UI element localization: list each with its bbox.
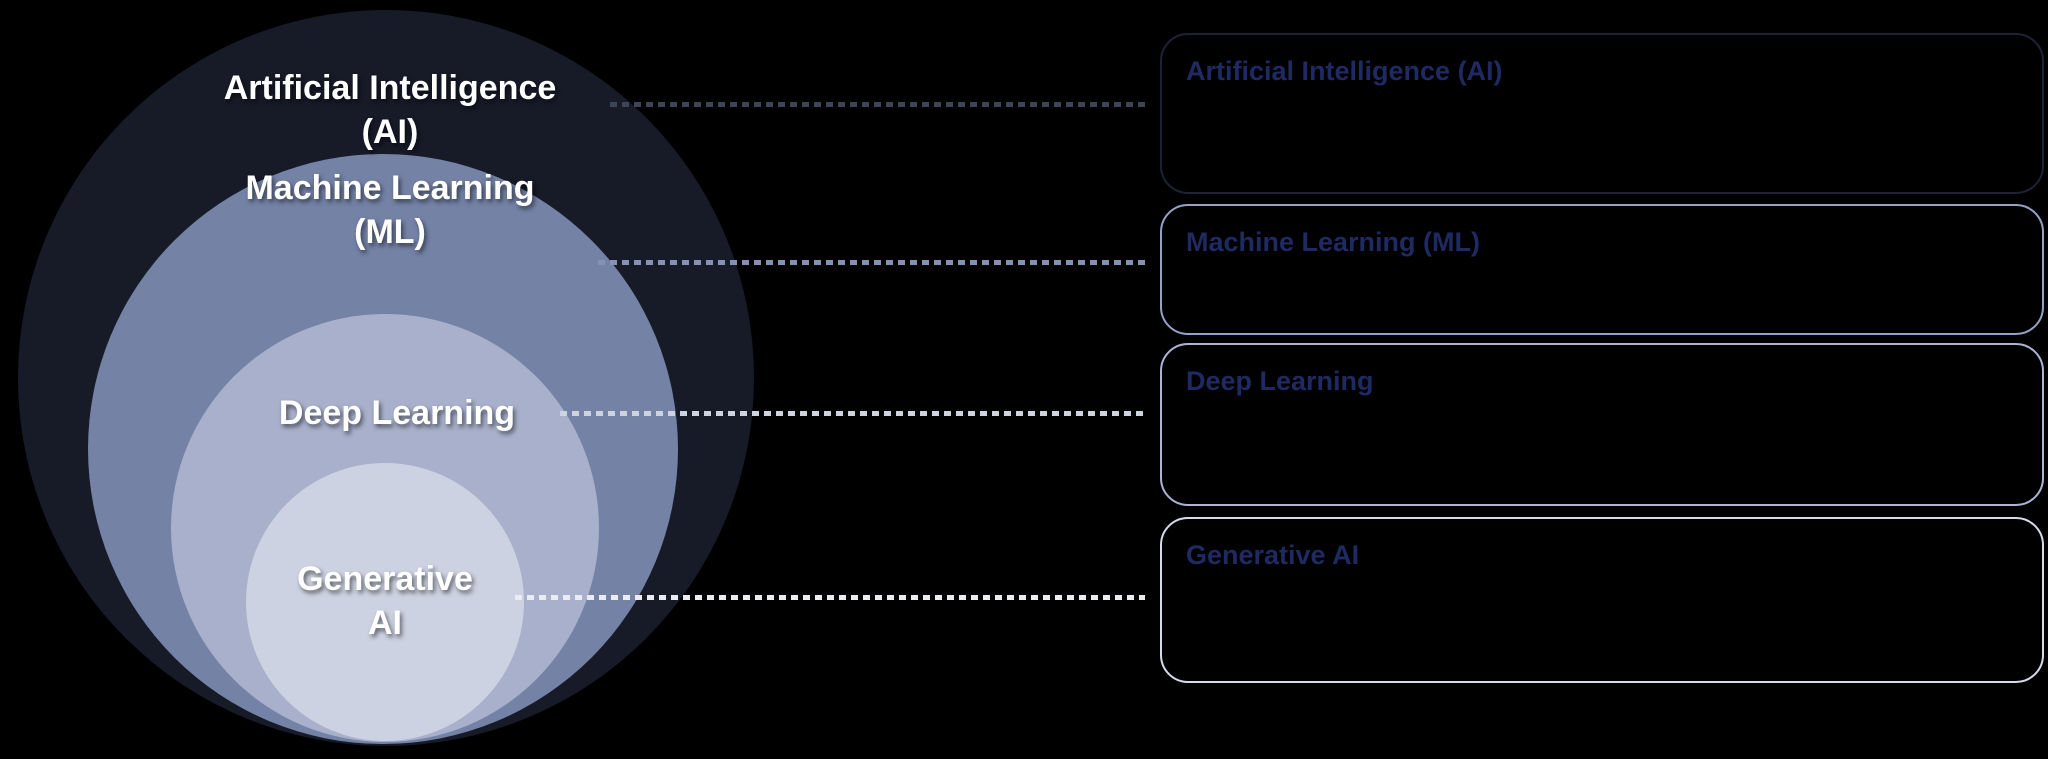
label-line: Generative [297,560,473,598]
panel-deep-learning: Deep Learning [1160,343,2044,506]
connector-deep-learning [560,411,1145,416]
panel-artificial-intelligence: Artificial Intelligence (AI) [1160,33,2044,194]
connector-artificial-intelligence [610,102,1145,107]
panel-machine-learning: Machine Learning (ML) [1160,204,2044,335]
panel-title: Deep Learning [1186,366,1374,396]
label-line: AI [368,604,402,642]
label-deep-learning: Deep Learning [187,391,607,435]
label-machine-learning: Machine Learning (ML) [180,166,600,254]
connector-generative-ai [515,595,1145,600]
label-line: (AI) [361,113,419,151]
label-artificial-intelligence: Artificial Intelligence (AI) [180,66,600,154]
circle-generative-ai [246,463,524,741]
connector-machine-learning [598,260,1145,265]
label-line: (ML) [354,213,426,251]
label-line: Machine Learning [245,169,535,207]
panel-generative-ai: Generative AI [1160,517,2044,683]
label-line: Artificial Intelligence [223,69,557,107]
panel-title: Artificial Intelligence (AI) [1186,56,1503,86]
panel-title: Generative AI [1186,540,1360,570]
panel-title: Machine Learning (ML) [1186,227,1481,257]
label-generative-ai: Generative AI [175,557,595,645]
label-line: Deep Learning [278,394,516,432]
